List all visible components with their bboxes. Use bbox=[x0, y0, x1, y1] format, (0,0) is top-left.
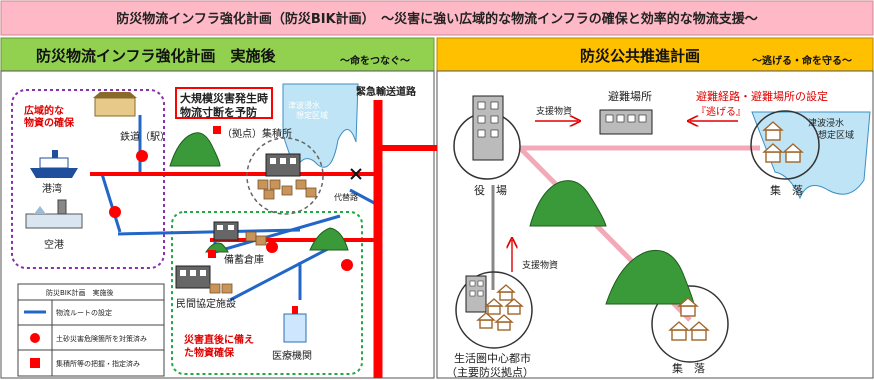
village-top-label: 集 落 bbox=[770, 184, 803, 197]
hub-city-circle bbox=[455, 271, 533, 349]
right-buildings bbox=[465, 95, 653, 313]
cut-mark bbox=[350, 168, 362, 180]
emergency-route-label: 緊急輸送道路 bbox=[356, 87, 416, 98]
supply-mid-label: 支援物資 bbox=[522, 261, 559, 271]
right-panel-tagline: ～逃げる・命を守る～ bbox=[752, 56, 852, 67]
village-top-circle bbox=[750, 110, 820, 180]
banner-title: 防災物流インフラ強化計画（防災BIK計画） ～災害に強い広域的な物流インフラの確… bbox=[116, 12, 758, 27]
legend-item-landslide: 土砂災害危険箇所を対策済み bbox=[56, 335, 147, 343]
wide-area-zone bbox=[11, 89, 165, 269]
right-mountains bbox=[529, 180, 695, 305]
wide-area-line2: 物資の確保 bbox=[24, 118, 74, 129]
right-tsunami-line2: 想定区域 bbox=[818, 131, 855, 141]
village-bottom-label: 集 落 bbox=[672, 362, 705, 375]
alert-title-line1: 大規模災害発生時 bbox=[180, 92, 268, 105]
evac-route-title: 避難経路・避難場所の設定 bbox=[696, 90, 828, 103]
alert-title-line2: 物流寸断を予防 bbox=[180, 106, 257, 119]
private-facility-label: 民間協定施設 bbox=[176, 299, 236, 310]
legend-box bbox=[17, 283, 165, 377]
cargo-boxes bbox=[209, 179, 317, 294]
wide-area-line1: 広域的な bbox=[24, 106, 64, 117]
left-tsunami-line2: 想定区域 bbox=[296, 111, 328, 120]
hub-circle bbox=[246, 137, 324, 215]
left-transport-icons bbox=[25, 92, 137, 229]
left-tsunami-line1: 津波浸水 bbox=[288, 101, 320, 110]
right-header-box bbox=[436, 37, 874, 72]
post-disaster-line2: た物資確保 bbox=[184, 348, 234, 359]
legend-square-symbol bbox=[30, 358, 40, 368]
village-bottom-circle bbox=[651, 285, 729, 363]
evacuation-site-label: 避難場所 bbox=[608, 90, 652, 103]
warehouse-label: 備蓄倉庫 bbox=[224, 255, 264, 266]
railway-label: 鉄道（駅） bbox=[120, 132, 170, 143]
left-mountains bbox=[169, 132, 349, 253]
banner-box bbox=[0, 0, 874, 36]
evac-route-sub: 『逃げる』 bbox=[696, 107, 746, 118]
left-panel-title: 防災物流インフラ強化計画 実施後 bbox=[36, 47, 276, 65]
landslide-countermeasure-points bbox=[109, 150, 353, 271]
right-houses bbox=[476, 121, 804, 341]
left-buildings bbox=[175, 153, 307, 343]
post-disaster-zone bbox=[171, 211, 363, 375]
supply-top-label: 支援物資 bbox=[536, 107, 573, 117]
town-office-label: 役 場 bbox=[474, 184, 507, 197]
hub-markers bbox=[208, 126, 221, 258]
post-disaster-line1: 災害直後に備え bbox=[184, 335, 254, 346]
right-panel-title: 防災公共推進計画 bbox=[580, 47, 701, 65]
medical-label: 医療機関 bbox=[272, 351, 312, 362]
alert-box bbox=[175, 87, 273, 119]
legend-circle-symbol bbox=[30, 333, 40, 343]
left-panel-tagline: ～命をつなぐ～ bbox=[340, 56, 410, 67]
port-label: 港湾 bbox=[42, 184, 62, 195]
hub-city-line1: 生活圏中心都市 bbox=[454, 352, 531, 365]
arrows bbox=[512, 121, 738, 272]
legend-item-hub: 集積所等の把握・指定済み bbox=[56, 360, 140, 368]
airport-label: 空港 bbox=[44, 240, 64, 251]
left-header-box bbox=[0, 37, 435, 72]
right-tsunami-line1: 津波浸水 bbox=[808, 119, 845, 129]
hub-city-line2: （主要防災拠点） bbox=[446, 366, 534, 379]
legend-title: 防災BIK計画 実施後 bbox=[46, 289, 114, 297]
hub-label: （拠点）集積所 bbox=[222, 129, 292, 140]
legend-item-route: 物流ルートの設定 bbox=[56, 309, 112, 317]
detour-label: 代替路 bbox=[334, 193, 358, 202]
